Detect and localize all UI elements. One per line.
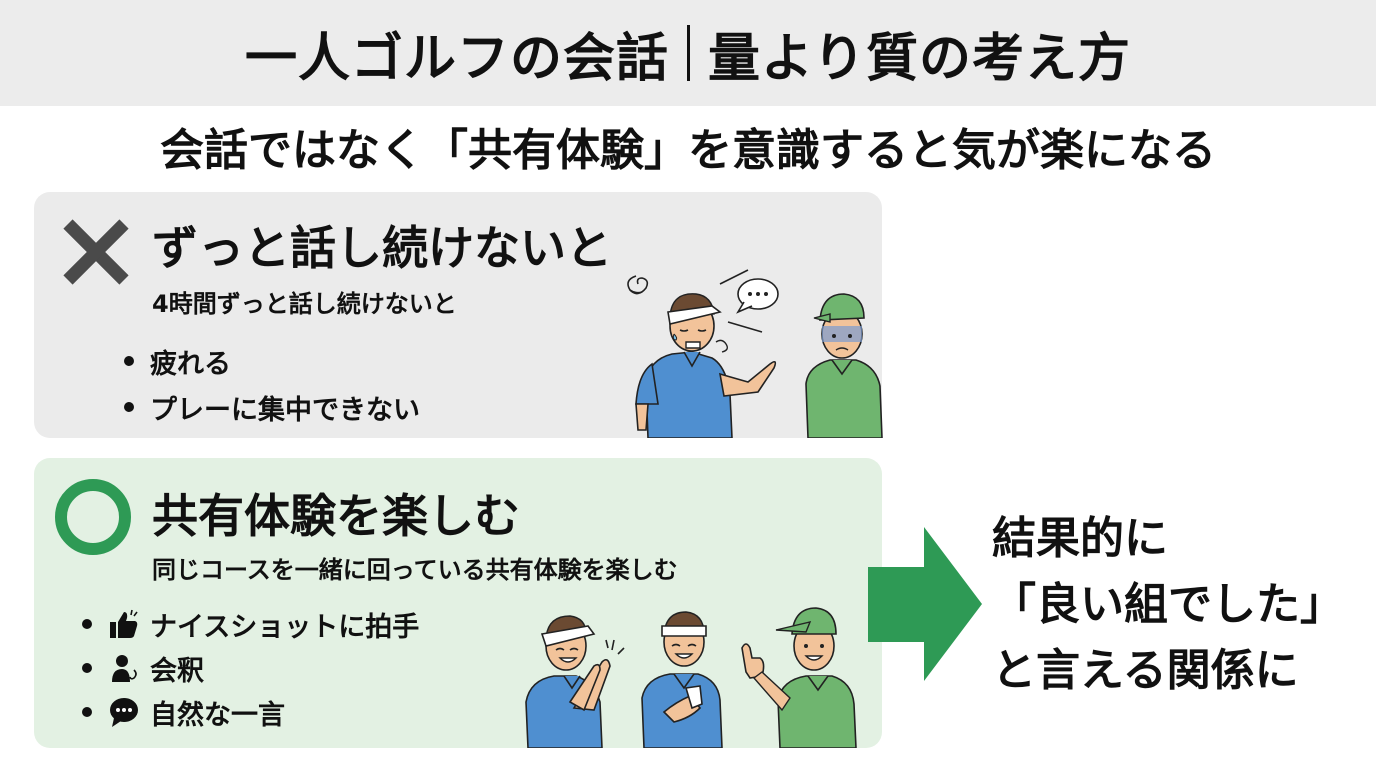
ellipsis-speech-bubble-icon [719,269,779,333]
subtitle: 会話ではなく「共有体験」を意識すると気が楽になる [160,125,1216,176]
bad-description: 4時間ずっと話し続けないと [152,290,457,318]
title-divider [687,25,691,81]
bad-bullet-list: 疲れる プレーに集中できない [124,338,420,430]
bullet-text: プレーに集中できない [150,394,420,426]
happy-golfers-illustration [525,607,857,748]
result-line-1: 結果的に [992,513,1168,564]
good-bullet-list: ナイスショットに拍手 会釈 自然な一言 [82,602,419,734]
title-bar: 一人ゴルフの会話 量より質の考え方 [0,0,1376,106]
result-statement: 結果的に 「良い組でした」 と言える関係に [992,506,1344,704]
x-mark-icon [63,219,129,285]
person-bow-icon [112,655,137,682]
bad-example-panel: ずっと話し続けないと 4時間ずっと話し続けないと 疲れる プレーに集中できない [34,192,883,438]
bullet-text: 会釈 [150,655,204,687]
list-item: 会釈 [82,646,419,690]
result-line-2: 「良い組でした」 [992,579,1344,630]
bullet-dot [82,707,92,717]
tired-golfers-illustration [627,269,883,438]
bad-heading: ずっと話し続けないと [152,221,612,275]
list-item: プレーに集中できない [124,384,420,430]
title-left: 一人ゴルフの会話 [245,28,670,89]
bullet-text: ナイスショットに拍手 [150,611,420,643]
list-item: 自然な一言 [82,690,419,734]
good-description: 同じコースを一緒に回っている共有体験を楽しむ [152,556,678,584]
bullet-text: 疲れる [150,348,231,380]
good-example-panel: 共有体験を楽しむ 同じコースを一緒に回っている共有体験を楽しむ ナイスショットに… [34,458,882,748]
bullet-dot [82,663,92,673]
thumbs-up-icon [110,609,138,638]
right-arrow-icon [868,527,982,681]
bullet-dot [124,402,134,412]
result-line-3: と言える関係に [992,645,1299,696]
page-title: 一人ゴルフの会話 量より質の考え方 [245,16,1131,91]
bullet-text: 自然な一言 [150,699,285,731]
list-item: ナイスショットに拍手 [82,602,419,646]
good-heading: 共有体験を楽しむ [152,489,520,543]
bullet-dot [82,619,92,629]
bullet-dot [124,356,134,366]
circle-mark-icon [55,479,131,555]
speech-bubble-icon [110,698,138,727]
dizzy-swirl-icon [627,275,649,295]
title-right: 量より質の考え方 [708,28,1131,89]
list-item: 疲れる [124,338,420,384]
